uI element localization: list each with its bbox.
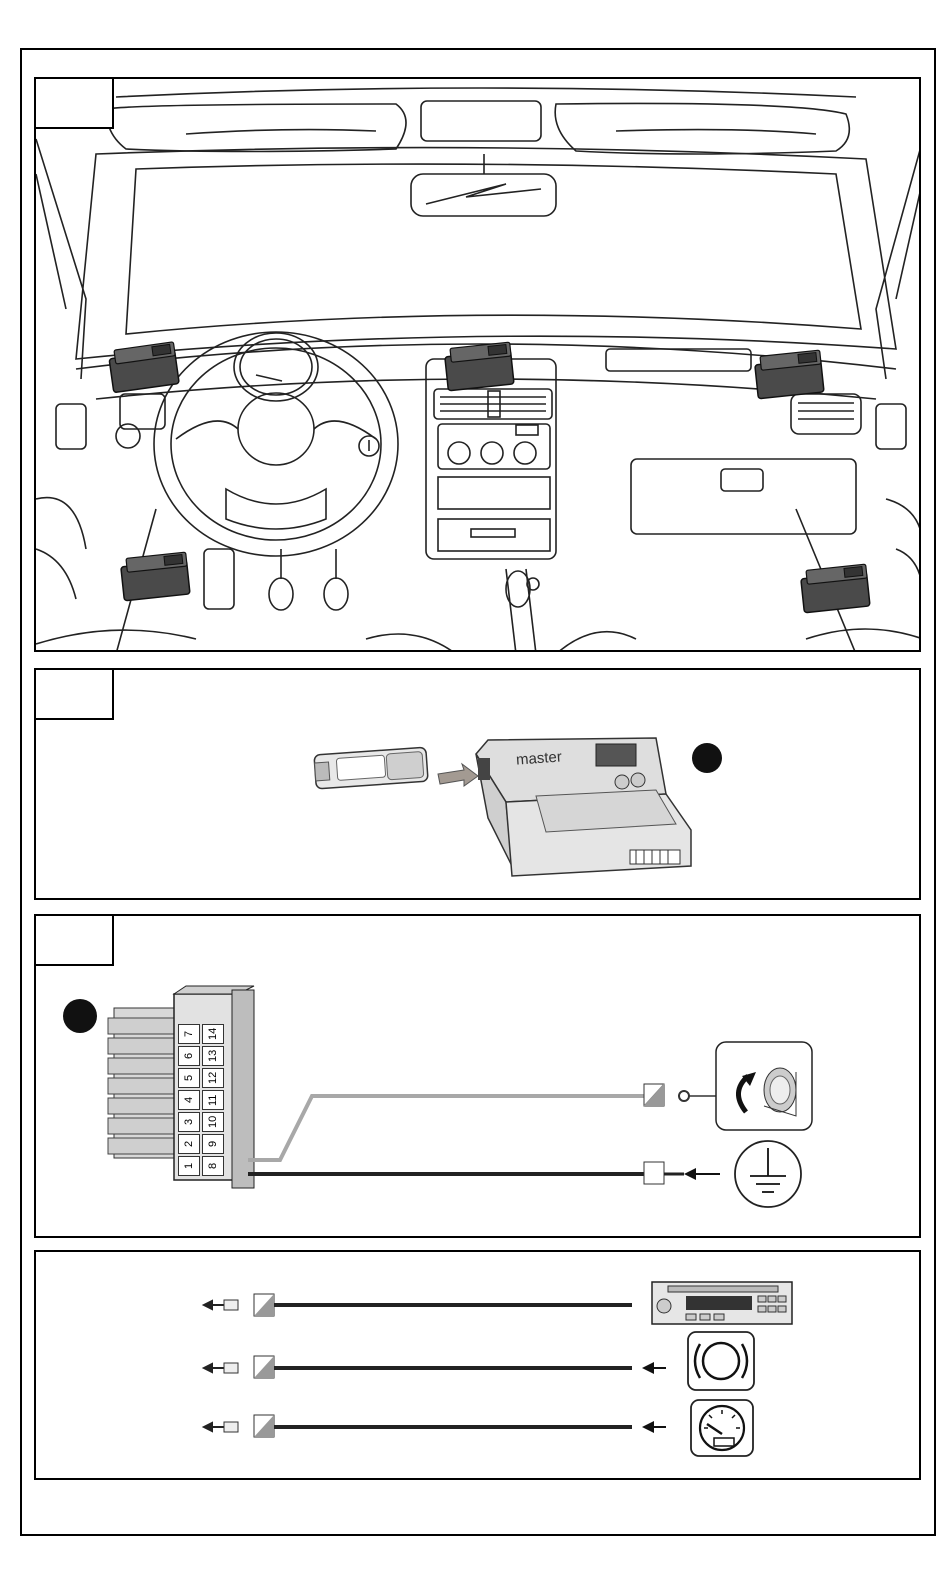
pin-label: 11: [202, 1090, 224, 1110]
pin-label: 7: [178, 1024, 200, 1044]
step-tab: [36, 916, 114, 966]
ground-symbol-icon: [735, 1141, 801, 1207]
pin-label: 3: [178, 1112, 200, 1132]
callout-dot-icon: [63, 999, 97, 1033]
speedometer-icon: [691, 1400, 753, 1456]
callout-dot-icon: [692, 743, 722, 773]
step-tab: [36, 79, 114, 129]
alarm-module: [444, 342, 514, 391]
usb-stick-icon: [314, 747, 428, 789]
module-insert-illustration: [36, 670, 921, 900]
alarm-module: [120, 552, 190, 601]
car-radio-icon: [652, 1282, 792, 1324]
master-control-unit: [476, 738, 691, 876]
wire-brake: [204, 1356, 666, 1378]
pin-label: 10: [202, 1112, 224, 1132]
horn-speaker-icon: [716, 1042, 812, 1130]
panel-module-insert: master: [34, 668, 921, 900]
grey-wire: [248, 1096, 644, 1160]
pin-label: 5: [178, 1068, 200, 1088]
pin-label: 12: [202, 1068, 224, 1088]
alarm-module: [754, 350, 824, 399]
pin-label: 8: [202, 1156, 224, 1176]
pin-label: 6: [178, 1046, 200, 1066]
panel-dashboard: [34, 77, 921, 652]
pin-label: 13: [202, 1046, 224, 1066]
sensor-wires-diagram: [36, 1252, 921, 1480]
pin-label: 2: [178, 1134, 200, 1154]
pin-label: 4: [178, 1090, 200, 1110]
pin-label: 14: [202, 1024, 224, 1044]
pin-label: 9: [202, 1134, 224, 1154]
wire-terminal: [644, 1162, 664, 1184]
dashboard-illustration: [36, 79, 921, 652]
connector-wiring-diagram: [36, 916, 921, 1238]
pin-label: 1: [178, 1156, 200, 1176]
panel-sensor-wires: [34, 1250, 921, 1480]
insert-arrow-icon: [438, 764, 478, 786]
wire-speed: [204, 1415, 666, 1437]
alarm-module: [800, 564, 870, 613]
brake-warning-icon: [688, 1332, 754, 1390]
step-tab: [36, 670, 114, 720]
alarm-module: [108, 342, 179, 393]
master-brand-label: master: [515, 748, 562, 768]
panel-connector-wiring: 7 6 5 4 3 2 1 14 13 12 11 10 9 8: [34, 914, 921, 1238]
wire-radio: [204, 1294, 632, 1316]
